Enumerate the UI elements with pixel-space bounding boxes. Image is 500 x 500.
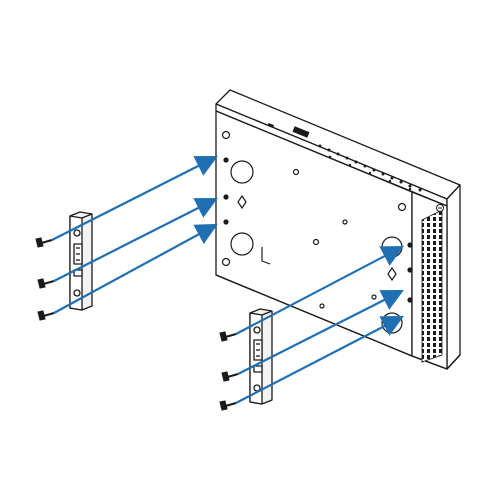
screw-left-2: [37, 278, 55, 289]
panel-hole-lower: [230, 232, 254, 256]
arrow-group-left: [51, 156, 218, 314]
screw-right-2: [221, 371, 239, 382]
arrow-right-3: [235, 315, 404, 404]
arrow-group-right: [235, 245, 404, 404]
keyhole-left: [237, 194, 247, 210]
chassis-side-face: [446, 184, 461, 370]
panel-hole-right-upper: [381, 236, 403, 258]
screw-left-3: [37, 310, 55, 321]
screw-group-right: [219, 331, 239, 411]
arrow-right-1: [235, 245, 404, 335]
arrow-right-2: [237, 290, 404, 375]
arrow-left-1: [51, 156, 218, 241]
keyhole-right: [387, 266, 397, 282]
din-rail-bracket-left: [69, 211, 93, 311]
side-screw-head: [436, 204, 444, 212]
vent-grille: [421, 209, 443, 363]
arrow-left-2: [53, 198, 218, 282]
top-indicator-row: [267, 122, 422, 192]
arrow-left-3: [53, 223, 218, 314]
screw-left-1: [35, 237, 53, 248]
top-port: [292, 126, 310, 138]
panel-hole-upper: [230, 160, 254, 184]
screw-group-left: [35, 237, 55, 321]
panel-l-mark: [261, 247, 271, 265]
top-slot: [267, 122, 275, 128]
din-rail-bracket-right: [249, 308, 273, 405]
screw-right-3: [219, 400, 237, 411]
screw-right-1: [219, 331, 237, 342]
